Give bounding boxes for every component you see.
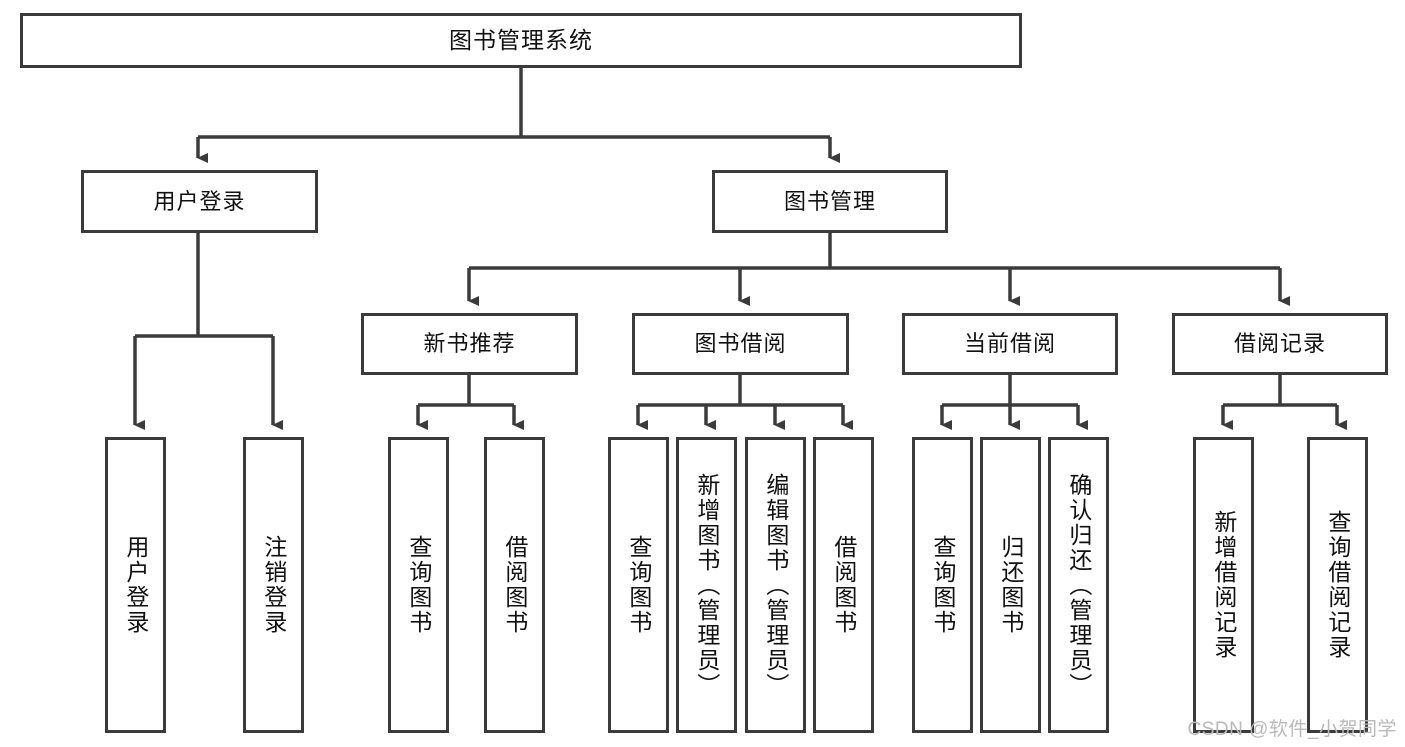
node-leaf-query-record[interactable]: 查询借阅记录 (1307, 437, 1368, 733)
node-label: 新增图书（管理员） (693, 472, 720, 698)
node-book-borrow[interactable]: 图书借阅 (632, 313, 849, 375)
node-label: 查询图书 (625, 535, 652, 635)
node-leaf-query-book-3[interactable]: 查询图书 (912, 437, 973, 733)
node-user-login[interactable]: 用户登录 (81, 170, 318, 233)
node-label: 图书管理系统 (449, 27, 593, 54)
node-leaf-logout[interactable]: 注销登录 (243, 437, 304, 733)
node-label: 新书推荐 (423, 331, 516, 357)
node-label: 借阅图书 (501, 535, 528, 635)
node-leaf-user-login[interactable]: 用户登录 (105, 437, 166, 733)
node-label: 编辑图书（管理员） (762, 472, 789, 698)
node-borrow-record[interactable]: 借阅记录 (1172, 313, 1388, 375)
node-label: 当前借阅 (963, 331, 1056, 357)
node-root-system[interactable]: 图书管理系统 (20, 13, 1022, 68)
node-label: 查询借阅记录 (1324, 510, 1351, 660)
node-leaf-return-book[interactable]: 归还图书 (980, 437, 1041, 733)
node-leaf-query-book-2[interactable]: 查询图书 (608, 437, 669, 733)
node-label: 用户登录 (153, 188, 246, 214)
node-label: 注销登录 (260, 535, 287, 635)
node-label: 新增借阅记录 (1210, 510, 1237, 660)
node-label: 查询图书 (405, 535, 432, 635)
node-leaf-query-book-1[interactable]: 查询图书 (388, 437, 449, 733)
node-leaf-edit-book[interactable]: 编辑图书（管理员） (745, 437, 806, 733)
node-new-book-recommend[interactable]: 新书推荐 (361, 313, 578, 375)
node-book-manage[interactable]: 图书管理 (712, 170, 948, 233)
node-label: 图书借阅 (694, 331, 787, 357)
node-leaf-confirm-return[interactable]: 确认归还（管理员） (1048, 437, 1109, 733)
node-current-borrow[interactable]: 当前借阅 (902, 313, 1118, 375)
csdn-watermark: CSDN @软件_小贺同学 (1187, 719, 1397, 740)
node-label: 归还图书 (997, 535, 1024, 635)
node-label: 借阅图书 (830, 535, 857, 635)
node-label: 查询图书 (929, 535, 956, 635)
node-leaf-add-book[interactable]: 新增图书（管理员） (676, 437, 737, 733)
node-leaf-add-record[interactable]: 新增借阅记录 (1193, 437, 1254, 733)
node-label: 用户登录 (122, 535, 149, 635)
node-label: 图书管理 (783, 188, 876, 214)
node-label: 借阅记录 (1233, 331, 1326, 357)
node-leaf-borrow-book-1[interactable]: 借阅图书 (484, 437, 545, 733)
node-leaf-borrow-book-2[interactable]: 借阅图书 (813, 437, 874, 733)
node-label: 确认归还（管理员） (1065, 472, 1092, 698)
